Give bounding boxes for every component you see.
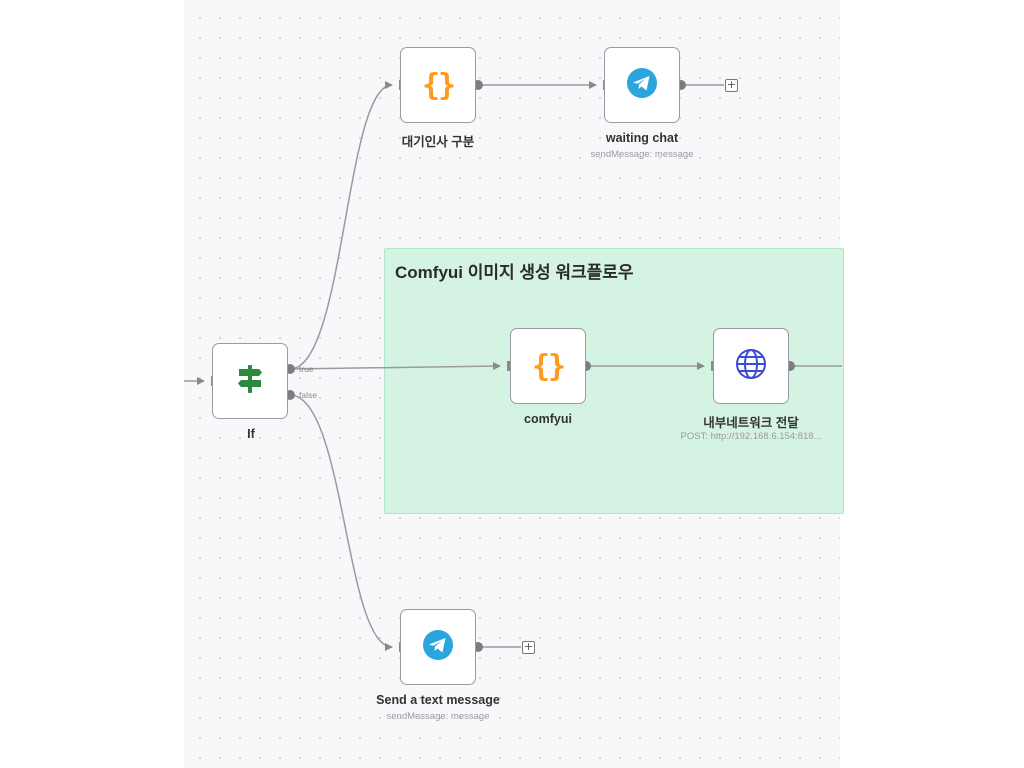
edge-if-true-comfyui: [289, 362, 501, 371]
signpost-icon: [233, 362, 267, 401]
node-comfyui-label: comfyui: [524, 412, 572, 426]
node-internal-network-subtitle: POST: http://192.168.6.154:818...: [680, 431, 822, 442]
globe-icon: [734, 347, 768, 386]
telegram-icon: [626, 67, 658, 104]
node-if[interactable]: [212, 343, 288, 419]
node-send-text-label: Send a text message: [376, 693, 500, 707]
node-code-greeting[interactable]: {}: [400, 47, 476, 123]
sticky-note-title: Comfyui 이미지 생성 워크플로우: [395, 263, 634, 282]
branch-label-true: true: [299, 364, 314, 374]
input-handle-network: [711, 361, 715, 371]
node-send-text-subtitle: sendMessage: message: [386, 711, 490, 722]
telegram-icon: [422, 629, 454, 666]
branch-label-false: false: [299, 390, 317, 400]
node-send-text[interactable]: [400, 609, 476, 685]
code-braces-icon: {}: [531, 348, 566, 384]
node-waiting-chat[interactable]: [604, 47, 680, 123]
add-node-button-send[interactable]: +: [522, 640, 535, 654]
input-handle-comfyui: [507, 361, 511, 371]
node-waiting-chat-subtitle: sendMessage: message: [590, 149, 694, 160]
code-braces-icon: {}: [421, 67, 456, 103]
add-node-button-waiting[interactable]: +: [725, 78, 738, 92]
node-code-greeting-label: 대기인사 구분: [401, 135, 475, 149]
node-comfyui[interactable]: {}: [510, 328, 586, 404]
node-waiting-chat-label: waiting chat: [605, 131, 679, 145]
node-if-label: If: [247, 427, 255, 441]
node-internal-network[interactable]: [713, 328, 789, 404]
edge-if-false-send: [289, 394, 393, 651]
node-internal-network-label: 내부네트워크 전달: [703, 416, 799, 430]
edge-if-true-greeting: [289, 81, 393, 370]
